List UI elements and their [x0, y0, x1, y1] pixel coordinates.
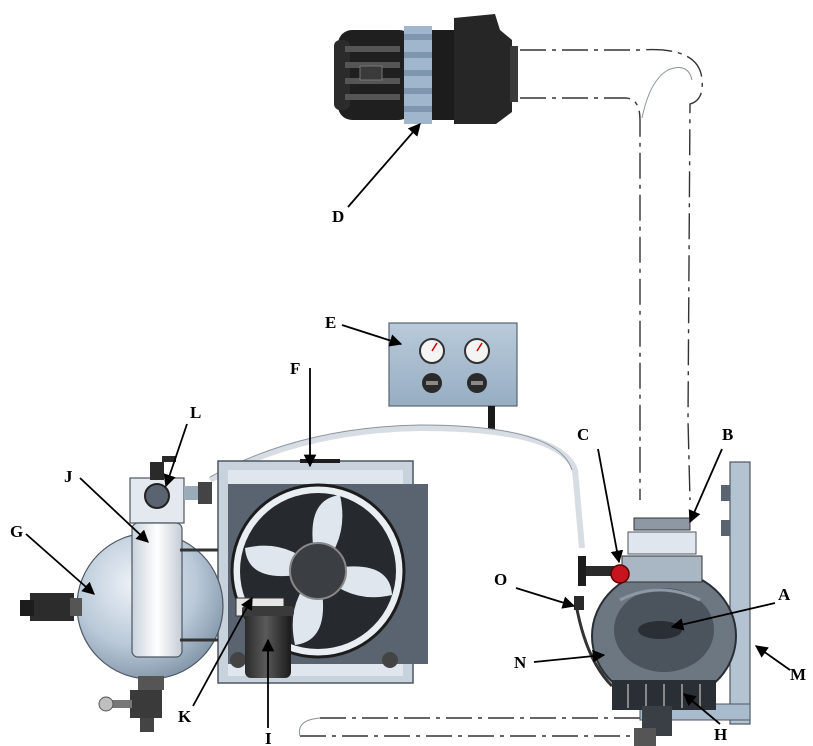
- svg-text:O: O: [494, 570, 507, 589]
- svg-text:A: A: [778, 585, 791, 604]
- label-O: O: [494, 570, 576, 609]
- svg-text:M: M: [790, 665, 806, 684]
- label-N: N: [514, 649, 606, 672]
- pressure-hose: [208, 424, 585, 549]
- label-J: J: [64, 467, 149, 543]
- svg-text:N: N: [514, 653, 527, 672]
- label-I: I: [261, 638, 275, 746]
- label-M: M: [754, 645, 806, 684]
- oil-cooler: [217, 459, 428, 684]
- gauge-panel: [388, 322, 518, 432]
- svg-text:B: B: [722, 425, 733, 444]
- safety-valve: [150, 456, 176, 480]
- svg-text:J: J: [64, 467, 73, 486]
- svg-text:G: G: [10, 522, 23, 541]
- svg-text:H: H: [714, 725, 727, 744]
- compressor-assembly: [574, 461, 751, 746]
- label-F: F: [290, 359, 317, 468]
- label-E: E: [325, 313, 403, 347]
- label-C: C: [577, 425, 624, 564]
- label-H: H: [683, 693, 727, 744]
- label-G: G: [10, 522, 95, 595]
- svg-text:I: I: [265, 729, 272, 746]
- air-filter: [334, 14, 518, 124]
- svg-text:D: D: [332, 207, 344, 226]
- label-L: L: [163, 403, 201, 488]
- intake-duct: [520, 48, 703, 501]
- receiver-tank: [20, 532, 224, 732]
- svg-text:K: K: [178, 707, 192, 726]
- label-B: B: [688, 425, 733, 524]
- label-D: D: [332, 123, 421, 226]
- svg-text:C: C: [577, 425, 589, 444]
- svg-text:L: L: [190, 403, 201, 422]
- label-K: K: [178, 596, 253, 726]
- label-A: A: [670, 585, 791, 631]
- svg-text:F: F: [290, 359, 300, 378]
- oil-return-line: [298, 717, 640, 737]
- svg-text:E: E: [325, 313, 336, 332]
